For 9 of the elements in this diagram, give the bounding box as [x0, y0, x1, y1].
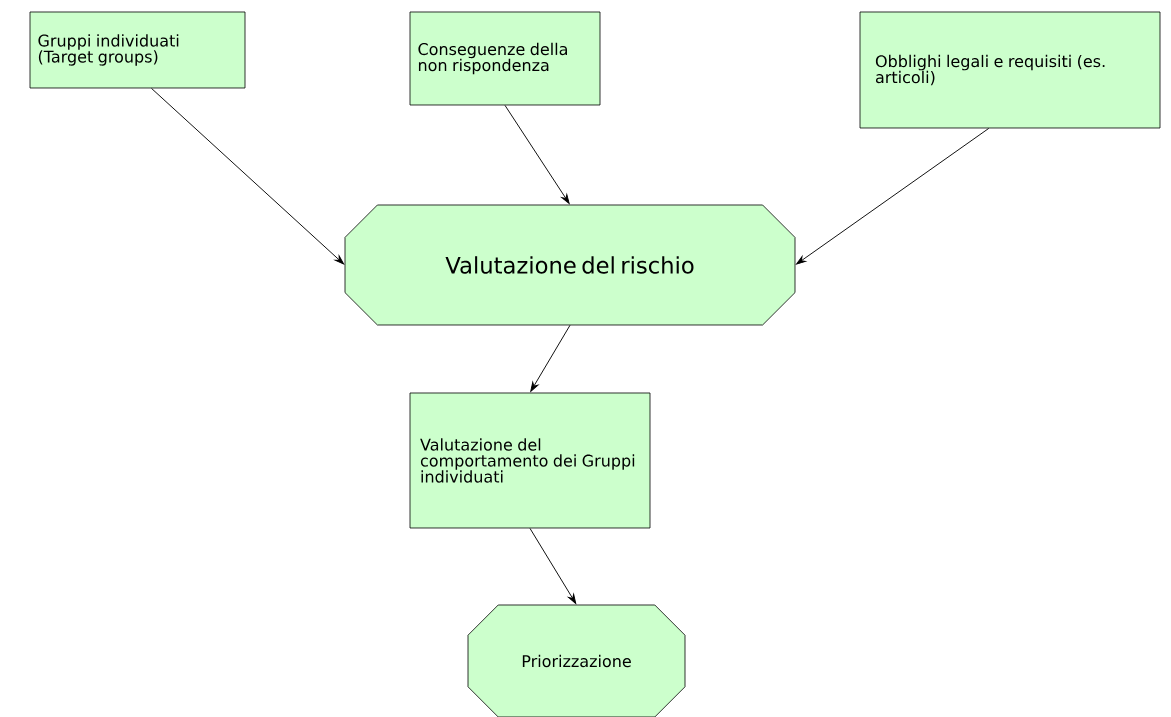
process-box: Valutazione del comportamento dei Gruppi individuati [409, 392, 651, 529]
arrow [530, 324, 571, 392]
process-box: Conseguenze della non rispondenza [409, 11, 601, 106]
arrow [796, 127, 990, 265]
arrow [151, 87, 345, 265]
process-box: Obblighi legali e requisiti (es. articoli) [859, 11, 1161, 129]
arrow [529, 527, 577, 604]
arrow [504, 104, 570, 204]
process-box: Gruppi individuati (Target groups) [29, 11, 246, 89]
